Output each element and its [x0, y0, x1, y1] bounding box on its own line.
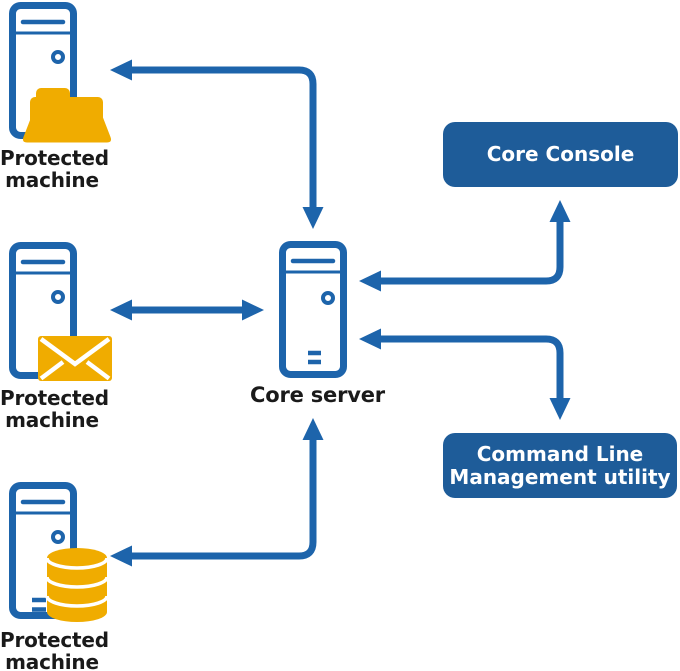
- command-line-utility-label: Command Line Management utility: [449, 441, 671, 489]
- protected-machine-top-label: Protected machine: [0, 147, 109, 192]
- arrow-core-console-core-server: [359, 200, 571, 292]
- arrow-core-server-top-machine: [110, 59, 324, 229]
- label-line: machine: [5, 650, 99, 671]
- label-line: Protected: [0, 146, 109, 170]
- arrow-core-server-bottom-machine: [110, 418, 324, 567]
- label-line: machine: [5, 168, 99, 192]
- core-console-label: Core Console: [486, 142, 635, 166]
- arrow-core-server-middle-machine: [110, 299, 264, 321]
- core-server-icon: [279, 241, 347, 378]
- label-line: Command Line: [476, 441, 644, 466]
- label-line: Protected: [0, 386, 109, 410]
- folder-icon: [22, 88, 112, 143]
- protected-machine-middle-label: Protected machine: [0, 387, 109, 432]
- command-line-utility-box: Command Line Management utility: [443, 433, 677, 498]
- label-line: Management utility: [449, 464, 671, 489]
- protected-machine-bottom-label: Protected machine: [0, 629, 109, 671]
- label-line: Protected: [0, 628, 109, 652]
- database-icon: [45, 548, 109, 622]
- envelope-icon: [38, 336, 112, 381]
- label-line: machine: [5, 408, 99, 432]
- arrow-command-line-utility-core-server: [359, 328, 571, 420]
- core-console-box: Core Console: [443, 122, 678, 187]
- core-server-label: Core server: [250, 383, 385, 407]
